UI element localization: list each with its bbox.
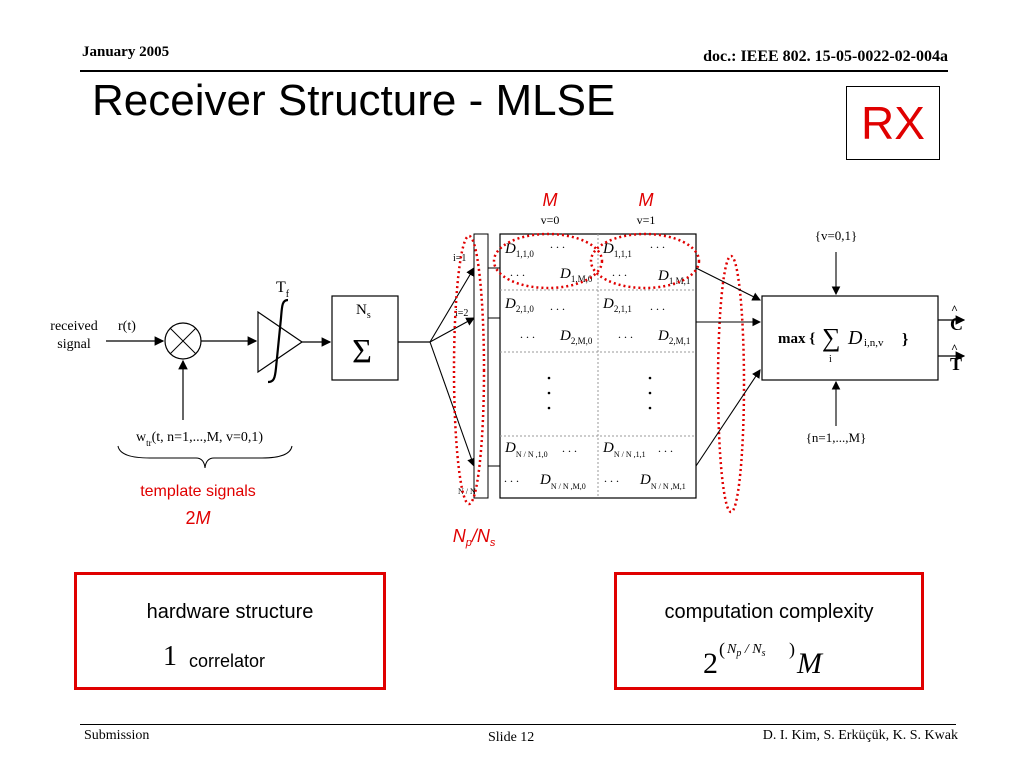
footer-slide-number: Slide 12 — [488, 730, 535, 745]
hardware-count: 1 — [163, 641, 177, 672]
col1-v: v=1 — [637, 213, 656, 227]
signal-label: signal — [57, 337, 91, 352]
template-fn-label: wtr(t, n=1,...,M, v=0,1) — [136, 430, 263, 448]
cell-r2c1-dots: . . . — [650, 299, 665, 313]
svg-text:^: ^ — [951, 341, 958, 355]
svg-text:M: M — [796, 647, 824, 679]
hardware-title: hardware structure — [146, 601, 314, 623]
row-i2-label: i=2 — [455, 308, 468, 319]
ns-sum-block — [331, 295, 399, 381]
svg-text:Np / Ns: Np / Ns — [726, 642, 766, 659]
decision-bottom-label: {n=1,...,M} — [806, 430, 867, 445]
cell-rNc1-dots2: . . . — [604, 471, 619, 485]
cell-r2c1-dots2: . . . — [618, 327, 633, 341]
fan-line-2 — [429, 317, 475, 343]
header-date: January 2005 — [82, 44, 170, 60]
decision-max: max { — [778, 331, 815, 347]
cell-r1c1-dots: . . . — [650, 237, 665, 251]
decision-block — [761, 295, 939, 381]
cell-r1c0-dots: . . . — [550, 237, 565, 251]
complexity-formula: 2 ( Np / Ns ) M — [703, 639, 824, 679]
decision-D: D — [847, 327, 863, 349]
cell-r2c0-dots: . . . — [550, 299, 565, 313]
ellipse-outputs — [716, 254, 746, 514]
fan-line-1 — [429, 267, 475, 343]
row-i1-label: i=1 — [453, 253, 466, 264]
decision-sum: ∑ — [822, 323, 841, 352]
integrator-icon — [257, 298, 304, 384]
ns-label: Ns — [356, 302, 371, 321]
footer-authors: D. I. Kim, S. Erküçük, K. S. Kwak — [762, 728, 958, 743]
tf-label: Tf — [276, 279, 290, 300]
out-C-label: C — [950, 314, 963, 334]
hardware-structure-box: hardware structure 1 correlator — [74, 572, 386, 690]
received-label: received — [50, 319, 97, 334]
hardware-unit: correlator — [189, 651, 266, 671]
decision-top-label: {v=0,1} — [815, 228, 858, 243]
svg-text:^: ^ — [951, 302, 958, 316]
row-last-label: N / N — [458, 487, 476, 496]
ellipse-col1 — [589, 232, 701, 290]
svg-text:): ) — [789, 639, 795, 660]
svg-text:2: 2 — [703, 647, 718, 679]
col1-M: M — [639, 190, 654, 210]
footer-submission: Submission — [84, 728, 150, 743]
vertical-dots — [547, 376, 652, 410]
template-count: 2M — [185, 508, 210, 528]
decision-close: } — [902, 331, 908, 348]
out-line-1 — [695, 267, 761, 301]
template-caption: template signals — [140, 483, 256, 500]
complexity-title: computation complexity — [664, 601, 874, 623]
cell-rNc0-dots: . . . — [562, 441, 577, 455]
col0-M: M — [543, 190, 558, 210]
selector-strip — [473, 233, 489, 499]
footer-rule — [80, 724, 956, 725]
rx-badge: RX — [846, 86, 940, 160]
rt-label: r(t) — [118, 319, 136, 334]
computation-complexity-box: computation complexity 2 ( Np / Ns ) M — [614, 572, 924, 690]
decision-i: i — [829, 354, 832, 365]
slide-title: Receiver Structure - MLSE — [92, 76, 616, 125]
np-ns-label: Np/Ns — [453, 526, 496, 549]
cell-rNc0-dots2: . . . — [504, 471, 519, 485]
ellipse-selector — [452, 234, 486, 506]
cell-r1c0-dots2: . . . — [510, 265, 525, 279]
mixer-icon — [164, 322, 202, 360]
decision-sub: i,n,v — [864, 337, 884, 349]
template-brace — [117, 445, 293, 469]
cell-rNc1-dots: . . . — [658, 441, 673, 455]
ellipse-col0 — [492, 232, 604, 290]
ns-sigma: Σ — [352, 333, 372, 370]
out-line-3 — [695, 369, 761, 467]
cell-r1c1-dots2: . . . — [612, 265, 627, 279]
col0-v: v=0 — [541, 213, 560, 227]
header-doc-id: doc.: IEEE 802. 15-05-0022-02-004a — [703, 48, 948, 65]
out-T-label: T — [950, 354, 962, 374]
fan-line-3 — [429, 341, 476, 468]
svg-text:(: ( — [719, 639, 725, 660]
cell-r2c0-dots2: . . . — [520, 327, 535, 341]
header-rule — [80, 70, 948, 72]
